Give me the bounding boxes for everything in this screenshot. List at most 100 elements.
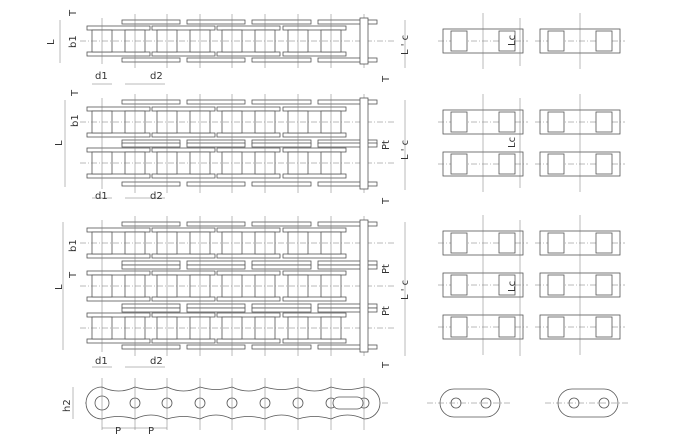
triplex-L-label: L [54,284,65,290]
triplex-T-bottom-label: T [381,361,392,369]
triplex-inner-plate [151,270,216,276]
simplex-outer-plate [251,19,312,25]
triplex-outer-plate [251,307,312,313]
duplex-outer-plate [121,99,181,105]
triplex-inner-plate [282,312,347,318]
triplex-outer-plate [186,307,246,313]
triplex-inner-plate [216,312,281,318]
triplex-outer-plate [121,260,181,266]
duplex-outer-plate [317,142,378,148]
triplex-d2-label: d2 [150,356,163,367]
triplex-outer-plate [251,344,312,350]
duplex-outer-plate [121,181,181,187]
triplex-inner-plate [86,253,151,259]
simplex-d2-label: d2 [150,71,163,82]
simplex-T-bottom-label: T [381,75,392,83]
simplex-outer-plate [121,57,181,63]
simplex-Lc-label: L ' c [400,35,411,55]
duplex-Pt-label: Pt [381,140,392,150]
duplex-inner-plate [282,173,347,179]
triplex-inner-plate [151,227,216,233]
simplex-inner-plate [216,51,281,57]
link-triplex-roller [450,232,468,254]
triplex-T-mid-label: T [68,271,79,279]
link-duplex-Lc-label: Lc [507,137,518,148]
side-h2-label: h2 [62,399,73,412]
triplex-inner-plate [151,296,216,302]
link-duplex-roller [450,153,468,175]
triplex-inner-plate [151,312,216,318]
triplex-inner-plate [86,296,151,302]
duplex-outer-plate [186,181,246,187]
duplex-inner-plate [282,132,347,138]
duplex-T-bottom-label: T [381,197,392,205]
duplex-outer-plate [317,181,378,187]
chain-views [80,13,630,430]
triplex-inner-plate [216,227,281,233]
link-triplex-roller [450,274,468,296]
triplex-inner-plate [86,312,151,318]
link-triplex-roller [498,232,516,254]
link-simplex-Lc-label: Lc [507,35,518,46]
triplex-d1-label: d1 [95,356,108,367]
triplex-outer-plate [251,303,312,309]
triplex-outer-plate [186,221,246,227]
duplex-inner-plate [151,147,216,153]
link-simplex-offset-roller [595,30,613,52]
link-triplex-offset-roller [595,316,613,338]
duplex-inner-plate [151,106,216,112]
link-simplex-roller [498,30,516,52]
simplex-outer-plate [121,19,181,25]
triplex-inner-plate [86,338,151,344]
triplex-inner-plate [282,296,347,302]
duplex-inner-plate [216,106,281,112]
duplex-connecting-pin [359,97,369,190]
triplex-outer-plate [121,307,181,313]
link-triplex-offset-roller [595,274,613,296]
triplex-connecting-pin [359,219,369,353]
triplex-outer-plate [186,344,246,350]
triplex-outer-plate [121,344,181,350]
duplex-inner-plate [216,132,281,138]
simplex-outer-plate [251,57,312,63]
side-P-label-1: P [115,426,121,437]
link-triplex-offset-roller [595,232,613,254]
link-triplex-offset-roller [547,274,565,296]
duplex-inner-plate [216,173,281,179]
simplex-d1-label: d1 [95,71,108,82]
link-triplex-Lc-label: Lc [507,281,518,292]
link-duplex-offset-roller [547,153,565,175]
link-duplex-offset-roller [595,153,613,175]
duplex-Lc-label: L ' c [400,140,411,160]
duplex-d2-label: d2 [150,191,163,202]
triplex-inner-plate [151,338,216,344]
link-duplex-roller [498,153,516,175]
duplex-outer-plate [251,99,312,105]
triplex-outer-plate [317,221,378,227]
duplex-inner-plate [216,147,281,153]
duplex-outer-plate [251,181,312,187]
link-triplex-roller [450,316,468,338]
duplex-outer-plate [317,99,378,105]
link-duplex-offset-roller [595,111,613,133]
side-view-connecting-plate [332,396,364,410]
side-P-label-2: P [148,426,154,437]
link-duplex-roller [450,111,468,133]
link-simplex-roller [450,30,468,52]
triplex-b1-label: b1 [68,239,79,252]
link-triplex-offset-roller [547,316,565,338]
simplex-inner-plate [282,25,347,31]
duplex-b1-label: b1 [70,114,81,127]
triplex-outer-plate [186,260,246,266]
triplex-Pt-label-1: Pt [381,264,392,274]
triplex-outer-plate [121,303,181,309]
triplex-inner-plate [216,296,281,302]
simplex-outer-plate [317,19,378,25]
triplex-inner-plate [282,227,347,233]
duplex-outer-plate [121,142,181,148]
simplex-connecting-pin [359,17,369,65]
triplex-Lc-label: L ' c [400,280,411,300]
duplex-L-label: L [54,140,65,146]
